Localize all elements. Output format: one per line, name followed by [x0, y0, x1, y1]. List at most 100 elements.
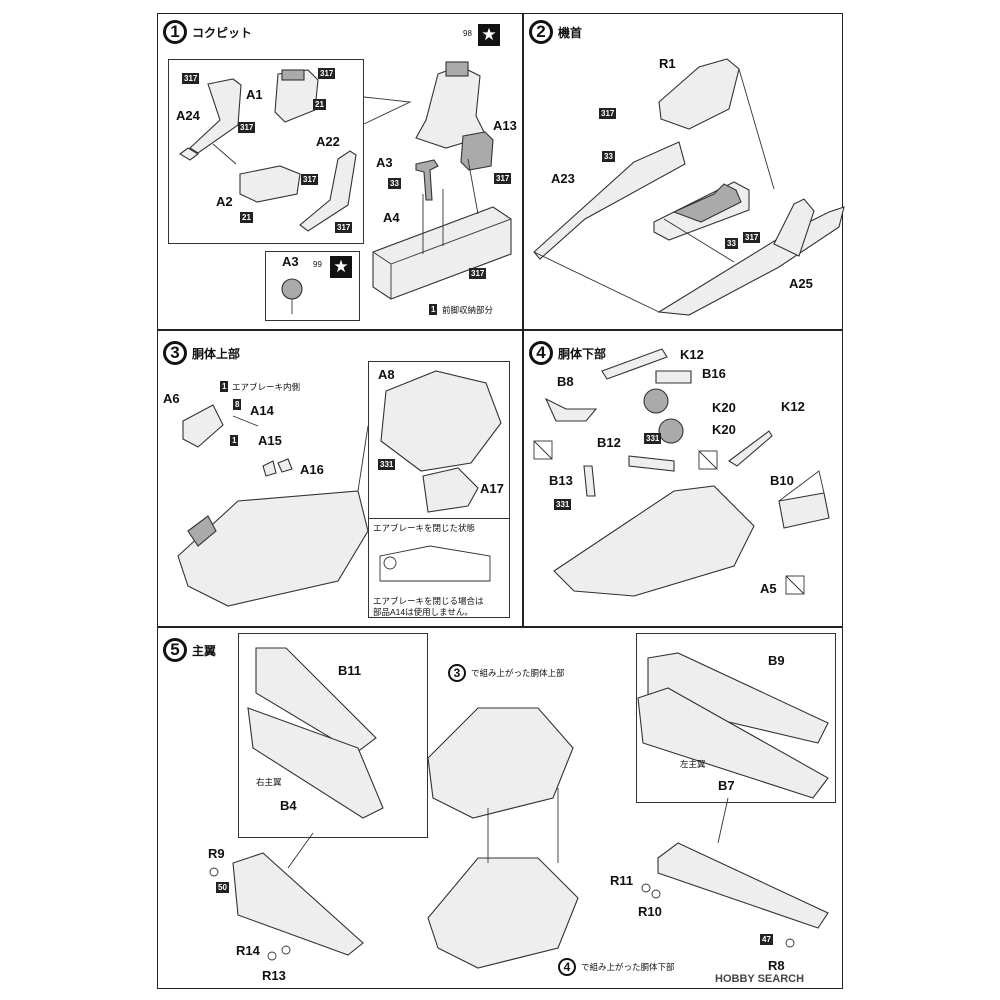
color-code: 47	[760, 934, 773, 945]
label-A3-detail: A3	[282, 254, 299, 269]
label-B13: B13	[549, 473, 573, 488]
color-code: 331	[554, 499, 572, 510]
label-A8: A8	[378, 367, 395, 382]
code-ref: 1	[220, 381, 229, 392]
upper-fuselage-drawing	[177, 370, 502, 607]
step2-number: 2	[529, 20, 553, 44]
label-A25: A25	[789, 276, 813, 291]
label-A15: A15	[258, 433, 282, 448]
color-code: 317	[599, 108, 617, 119]
step3-panel: 3 胴体上部 1 エアブレーキ内側 8 1 A6 A14 A15 A16 A8 …	[157, 330, 523, 627]
label-R9: R9	[208, 846, 225, 861]
label-B9: B9	[768, 653, 785, 668]
code-ref: 8	[233, 399, 242, 410]
color-code: 317	[238, 122, 256, 133]
step5-title: 主翼	[192, 643, 217, 658]
color-code: 317	[301, 174, 319, 185]
color-code: 331	[644, 433, 662, 444]
step4-title: 胴体下部	[558, 346, 607, 361]
color-code: 33	[388, 178, 401, 189]
label-B4: B4	[280, 798, 297, 813]
label-A24: A24	[176, 108, 200, 123]
color-code: 317	[335, 222, 353, 233]
step1-header: 1 コクピット	[163, 20, 252, 44]
label-A22: A22	[316, 134, 340, 149]
label-A1: A1	[246, 87, 263, 102]
label-A3: A3	[376, 155, 393, 170]
label-K20: K20	[712, 400, 736, 415]
star-icon: ★	[330, 256, 352, 278]
label-B16: B16	[702, 366, 726, 381]
ref-99: 99	[313, 260, 322, 269]
label-B7: B7	[718, 778, 735, 793]
ref-98: 98	[463, 29, 472, 38]
star-icon: ★	[478, 24, 500, 46]
step5-number: 5	[163, 638, 187, 662]
color-code: 317	[182, 73, 200, 84]
label-R10: R10	[638, 904, 662, 919]
color-code: 317	[469, 268, 487, 279]
note-ref: 1	[429, 304, 438, 315]
left-wing-note: 左主翼	[680, 759, 706, 769]
label-B10: B10	[770, 473, 794, 488]
label-K12: K12	[680, 347, 704, 362]
label-R14: R14	[236, 943, 260, 958]
label-B12: B12	[597, 435, 621, 450]
color-code: 317	[318, 68, 336, 79]
label-A5: A5	[760, 581, 777, 596]
step4-header: 4 胴体下部	[529, 341, 606, 365]
label-R8: R8	[768, 958, 785, 973]
ref-step3-number: 3	[448, 664, 466, 682]
label-R11: R11	[610, 873, 634, 888]
cockpit-drawing	[179, 61, 512, 314]
step4-reference: 4 で組み上がった胴体下部	[558, 958, 675, 976]
label-A14: A14	[250, 403, 274, 418]
label-B11: B11	[338, 663, 362, 678]
color-code: 33	[725, 238, 738, 249]
color-code: 21	[240, 212, 253, 223]
label-A23: A23	[551, 171, 575, 186]
label-A2: A2	[216, 194, 233, 209]
lower-fuselage-drawing	[533, 348, 830, 597]
color-code: 21	[313, 99, 326, 110]
step3-header: 3 胴体上部	[163, 341, 240, 365]
color-code: 33	[602, 151, 615, 162]
main-wing-drawing	[209, 647, 829, 969]
label-B8: B8	[557, 374, 574, 389]
ref-step4-text: で組み上がった胴体下部	[581, 962, 675, 972]
ref-step3-text: で組み上がった胴体上部	[471, 668, 565, 678]
step2-panel: 2 機首 R1 A23 A25 317 33 33 317	[523, 13, 845, 330]
step2-header: 2 機首	[529, 20, 582, 44]
code-ref: 1	[230, 435, 239, 446]
airbrake-closed-inset	[368, 518, 510, 618]
label-K12-b: K12	[781, 399, 805, 414]
nose-drawing	[533, 58, 845, 316]
color-code: 317	[494, 173, 512, 184]
inset-note-2: 部品A14は使用しません。	[373, 607, 473, 617]
inset-title: エアブレーキを閉じた状態	[373, 523, 476, 533]
label-R13: R13	[262, 968, 286, 983]
inset-note-1: エアブレーキを閉じる場合は	[373, 596, 484, 606]
step3-title: 胴体上部	[192, 346, 241, 361]
label-A17: A17	[480, 481, 504, 496]
step4-number: 4	[529, 341, 553, 365]
step1-number: 1	[163, 20, 187, 44]
step3-number: 3	[163, 341, 187, 365]
step5-panel: 5 主翼 B11 右主翼 B4 B9 左主翼 B7 R9 50 R14 R13 …	[157, 627, 843, 989]
step3-reference: 3 で組み上がった胴体上部	[448, 664, 565, 682]
color-code: 317	[743, 232, 761, 243]
right-wing-note: 右主翼	[256, 777, 282, 787]
label-A13: A13	[493, 118, 517, 133]
step1-panel: 1 コクピット A24 A1 A22	[157, 13, 523, 330]
step5-header: 5 主翼	[163, 638, 216, 662]
color-code: 50	[216, 882, 229, 893]
step4-panel: 4 胴体下部 K12 B16 B8 K20 K12 K20 B12 B13 B1…	[523, 330, 843, 627]
step1-title: コクピット	[192, 25, 253, 40]
airbrake-inner-note: エアブレーキ内側	[232, 382, 301, 392]
color-code: 331	[378, 459, 396, 470]
label-A6: A6	[163, 391, 180, 406]
label-R1: R1	[659, 56, 676, 71]
nose-gear-note: 前脚収納部分	[442, 305, 494, 315]
ref-step4-number: 4	[558, 958, 576, 976]
label-A16: A16	[300, 462, 324, 477]
